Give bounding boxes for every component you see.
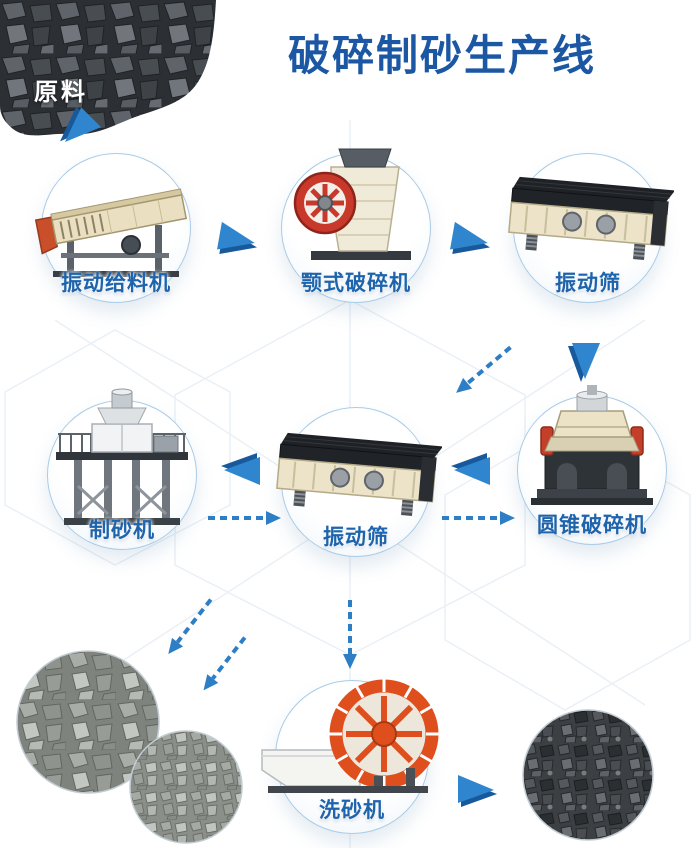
cone-crusher-label: 圆锥破碎机: [537, 514, 647, 537]
jaw-crusher-image: [293, 148, 411, 260]
vibrating-feeder-image: [34, 188, 188, 277]
page-title: 破碎制砂生产线: [287, 32, 596, 79]
sand-making-machine-label: 制砂机: [89, 519, 155, 542]
dashed-arrow-sandmaker-to-screen2: [206, 509, 282, 527]
node-vibrating-feeder: 振动给料机: [34, 153, 191, 303]
vibrating-feeder-label: 振动给料机: [61, 272, 171, 295]
sand-washer-image: [261, 679, 439, 793]
arrow-cone-to-screen: [450, 452, 492, 488]
node-vibrating-screen-top: 振动筛: [508, 153, 674, 303]
raw-material-label: 原料: [34, 79, 88, 106]
vibrating-screen-image: [508, 176, 674, 261]
node-sand-making-machine: 制砂机: [47, 388, 197, 550]
product-fine-aggregate-image: [129, 730, 243, 844]
vibrating-screen-top-label: 振动筛: [555, 272, 621, 295]
jaw-crusher-label: 颚式破碎机: [301, 272, 411, 295]
arrow-screen-to-cone: [567, 341, 603, 383]
sand-making-machine-image: [56, 388, 188, 525]
product-coarse-aggregate-image: [16, 650, 160, 794]
arrow-raw-to-feeder: [49, 102, 104, 157]
dashed-arrow-screen-to-screen2: [450, 339, 518, 400]
dashed-arrow-screen2-to-washer: [341, 598, 359, 670]
arrow-feeder-to-jaw: [214, 219, 262, 262]
arrow-screen-to-sandmaker: [220, 452, 262, 488]
node-jaw-crusher: 颚式破碎机: [281, 148, 431, 303]
arrow-jaw-to-screen: [447, 219, 495, 262]
arrow-washer-to-product: [456, 772, 498, 808]
dashed-arrow-screen2-to-cone: [440, 509, 516, 527]
product-washed-sand-image: [522, 709, 654, 841]
dashed-arrow-sandmaker-to-fine: [196, 630, 253, 696]
sand-washer-label: 洗砂机: [319, 799, 385, 822]
vibrating-screen-middle-label: 振动筛: [323, 526, 389, 549]
dashed-arrow-sandmaker-to-coarse: [161, 592, 220, 660]
node-vibrating-screen-middle: 振动筛: [276, 407, 442, 557]
vibrating-screen-image: [276, 432, 442, 517]
node-sand-washer: 洗砂机: [261, 679, 439, 834]
node-cone-crusher: 圆锥破碎机: [517, 385, 667, 545]
raw-material-photo: [0, 0, 216, 136]
cone-crusher-image: [531, 385, 653, 505]
